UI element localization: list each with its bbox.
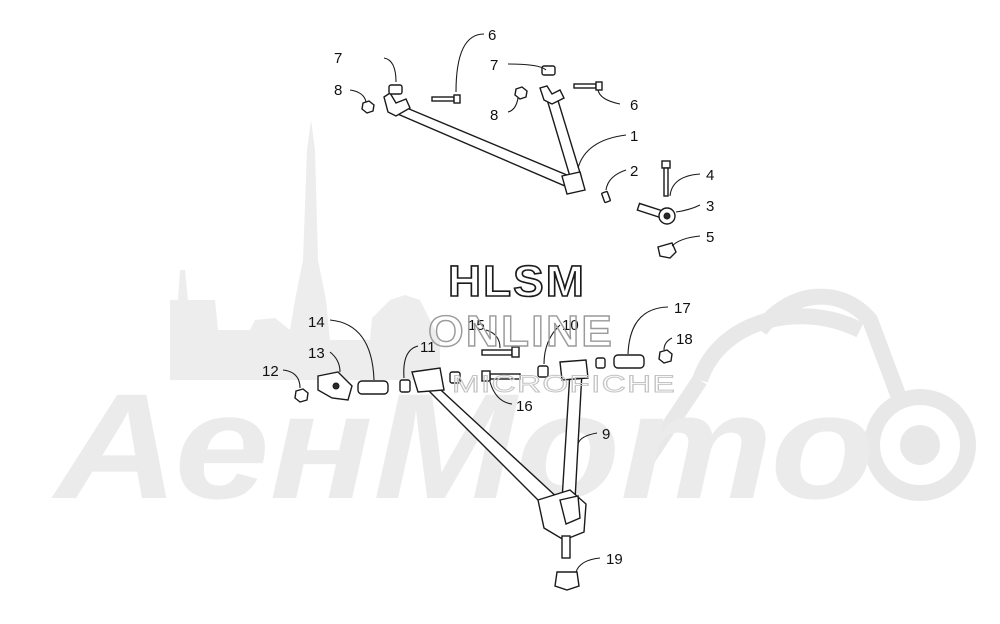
callout-1: 1 [630,128,638,145]
callout-12: 12 [262,363,279,380]
callout-14: 14 [308,314,325,331]
nut-8-rear [514,86,528,100]
spacer-lower-middle [449,371,461,384]
callout-15: 15 [468,317,485,334]
nut-8-front [361,100,375,114]
lower-ball-joint-detail [559,495,581,525]
bushing-14 [357,380,389,395]
motorcycle-silhouette [633,288,976,501]
background-logo: АенМото [50,120,976,530]
callout-10: 10 [562,317,579,334]
skyline-silhouette [170,120,440,380]
spacer-17-side [595,357,606,369]
nut-19 [554,571,580,591]
callout-6-rear: 6 [630,97,638,114]
callout-3: 3 [706,198,714,215]
bolt-16 [481,370,521,382]
spacer-11 [399,379,411,393]
nut-18 [658,349,673,364]
watermark-line3: MICROFICHE [452,371,676,398]
callout-11: 11 [420,339,436,356]
watermark-line2: ONLINE [428,307,614,356]
callout-7-front: 7 [334,50,342,67]
callout-17: 17 [674,300,691,317]
bolt-4 [661,160,671,197]
spacer-10 [537,365,549,378]
bolt-15 [481,346,520,358]
ball-joint-stud [561,535,571,559]
callout-8-front: 8 [334,82,342,99]
logo-text: АенМото [50,362,875,530]
tie-rod-end-3 [636,202,676,225]
callout-5: 5 [706,229,714,246]
callout-18: 18 [676,331,693,348]
nut-5 [657,242,677,259]
callout-2: 2 [630,163,638,180]
upper-arm-tube-front [391,105,576,187]
callout-16: 16 [516,398,533,415]
lower-arm-rear-bracket [559,359,589,381]
bracket-13-hole [332,382,340,390]
lower-arm-front-bracket [411,367,445,393]
nut-12 [294,388,309,403]
callout-7-rear: 7 [490,57,498,74]
upper-a-arm-assembly [361,65,677,259]
callout-9: 9 [602,426,610,443]
callout-4: 4 [706,167,714,184]
callouts: 7 6 8 7 8 6 1 2 4 3 5 14 13 12 11 15 16 … [262,27,714,568]
upper-arm-ball-joint-housing [561,171,586,195]
callout-8-rear: 8 [490,107,498,124]
upper-arm-rear-bracket [539,85,565,105]
bushing-7-front [388,84,403,95]
hlsm-watermark: HLSM ONLINE MICROFICHE [427,256,676,398]
bolt-6-rear [573,81,603,91]
callout-13: 13 [308,345,325,362]
pin-2 [601,190,611,204]
upper-arm-tube-rear [545,93,582,181]
bolt-6-front [431,94,461,104]
leader-lines [282,33,701,573]
callout-19: 19 [606,551,623,568]
callout-6-front: 6 [488,27,496,44]
watermark-line1: HLSM [448,257,586,306]
bushing-7-rear [541,65,556,76]
lower-a-arm-assembly [294,346,673,591]
bushing-17 [613,354,645,369]
